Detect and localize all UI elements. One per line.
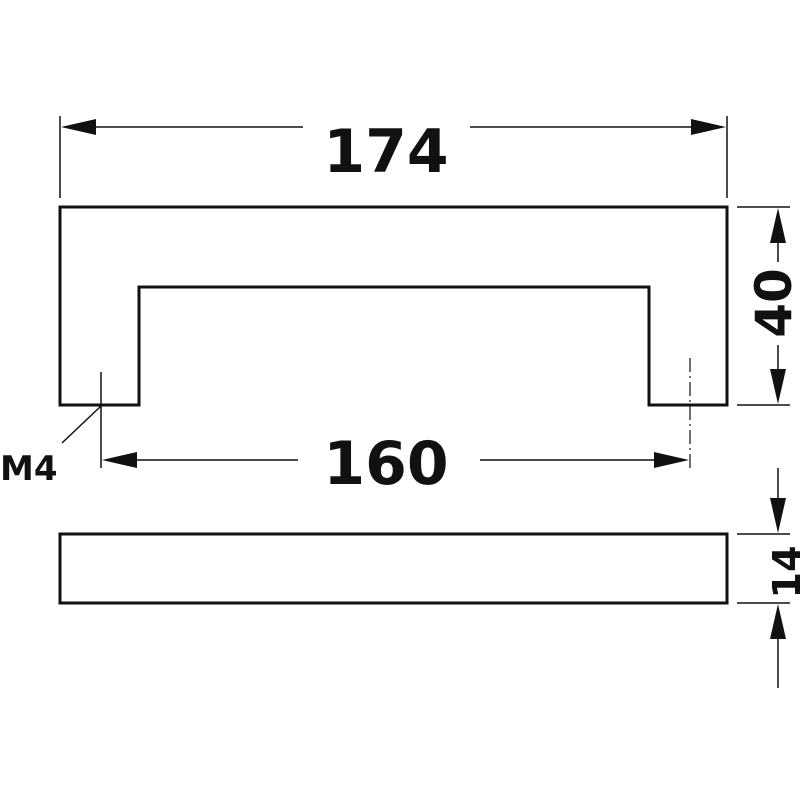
arrowhead-bottom: [770, 604, 786, 639]
thread-label: M4: [0, 449, 58, 489]
arrowhead-bottom: [770, 369, 786, 404]
arrowhead-right: [691, 119, 726, 135]
arrowhead-top: [770, 208, 786, 243]
overall-length-label: 174: [323, 117, 448, 187]
overall-length-dimension: 174: [59, 116, 728, 198]
arrowhead-left: [61, 119, 96, 135]
leader-line: [61, 405, 102, 444]
arrowhead-top: [770, 498, 786, 533]
thread-callout: M4: [0, 405, 102, 489]
height-label: 40: [745, 268, 800, 338]
thickness-label: 14: [765, 546, 800, 599]
hole-spacing-label: 160: [323, 429, 448, 499]
handle-front-view: [58, 205, 729, 407]
hole-spacing-dimension: 160: [100, 358, 691, 499]
height-dimension: 40: [737, 206, 800, 406]
handle-side-view: [58, 532, 729, 605]
arrowhead-left: [102, 452, 137, 468]
thickness-dimension: 14: [737, 468, 800, 688]
arrowhead-right: [654, 452, 689, 468]
